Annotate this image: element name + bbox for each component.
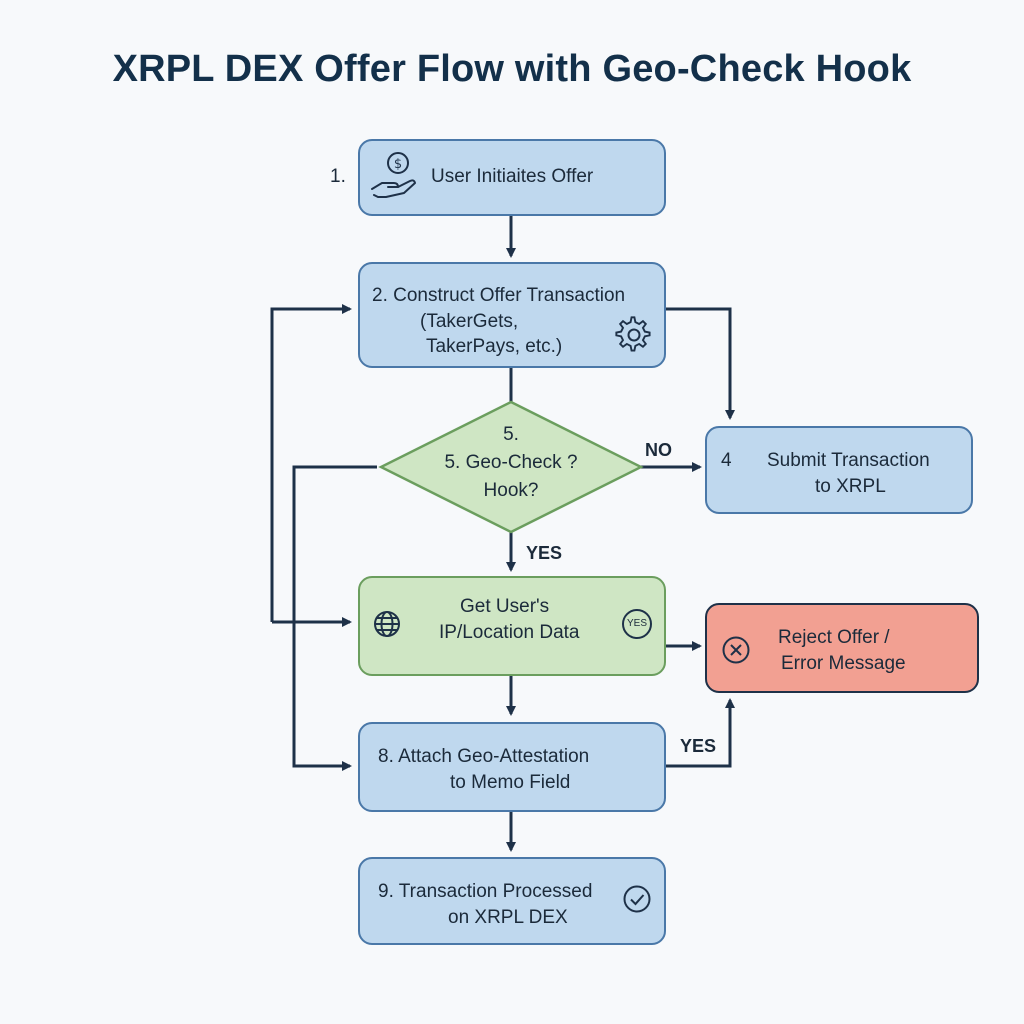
yes-badge-icon: YES xyxy=(622,609,652,639)
edge-label-yes-reject: YES xyxy=(680,736,717,756)
geo-check-line1: 5. xyxy=(503,424,519,445)
node-label-line2: to XRPL xyxy=(815,476,886,497)
user-offer-node: 1. $ User Initiaites Offer xyxy=(330,139,666,216)
submit-transaction-node: 4 Submit Transaction to XRPL xyxy=(705,426,973,514)
step-number: 4 xyxy=(721,450,732,471)
geo-check-diamond xyxy=(378,400,644,534)
globe-icon xyxy=(373,610,401,644)
gear-icon xyxy=(615,316,653,360)
arrow-attach-yes-to-reject xyxy=(666,698,735,768)
construct-offer-node: 2. Construct Offer Transaction (TakerGet… xyxy=(358,262,666,368)
arrow-loop-to-construct xyxy=(270,304,352,622)
arrow-geocheck-to-attach xyxy=(292,465,377,771)
node-label-line1: Submit Transaction xyxy=(767,450,930,471)
geo-check-label: 5. 5. Geo-Check ? Hook? xyxy=(411,424,611,502)
node-label-line3: TakerPays, etc.) xyxy=(426,336,563,357)
x-circle-icon xyxy=(721,635,751,671)
transaction-processed-node: 9. Transaction Processed on XRPL DEX xyxy=(358,857,666,945)
arrow-construct-to-submit xyxy=(666,307,735,420)
node-label-line2: (TakerGets, xyxy=(420,311,519,332)
geo-check-line2: 5. Geo-Check ? xyxy=(444,452,578,473)
diagram-title: XRPL DEX Offer Flow with Geo-Check Hook xyxy=(112,48,912,90)
edge-label-no: NO xyxy=(645,440,672,460)
hand-coin-icon: $ xyxy=(368,149,420,211)
node-label-line2: on XRPL DEX xyxy=(448,907,568,928)
node-label-line1: 8. Attach Geo-Attestation xyxy=(378,746,590,767)
node-label-line1: Reject Offer / xyxy=(778,627,890,648)
geo-check-line3: Hook? xyxy=(483,480,539,501)
node-label-line2: to Memo Field xyxy=(450,772,571,793)
node-label-line1: Get User's xyxy=(460,596,550,617)
step-number: 1. xyxy=(330,166,346,187)
check-circle-icon xyxy=(622,884,652,920)
node-label-line1: 9. Transaction Processed xyxy=(378,881,593,902)
svg-text:$: $ xyxy=(394,157,402,172)
reject-offer-node: Reject Offer / Error Message xyxy=(705,603,979,693)
node-label-line2: Error Message xyxy=(781,653,906,674)
attach-attestation-node: 8. Attach Geo-Attestation to Memo Field xyxy=(358,722,666,812)
node-label-line2: IP/Location Data xyxy=(439,622,580,643)
get-location-node: Get User's IP/Location Data YES xyxy=(358,576,666,676)
node-label-line1: 2. Construct Offer Transaction xyxy=(372,285,626,306)
node-label: User Initiaites Offer xyxy=(431,166,594,187)
edge-label-yes: YES xyxy=(526,543,563,563)
